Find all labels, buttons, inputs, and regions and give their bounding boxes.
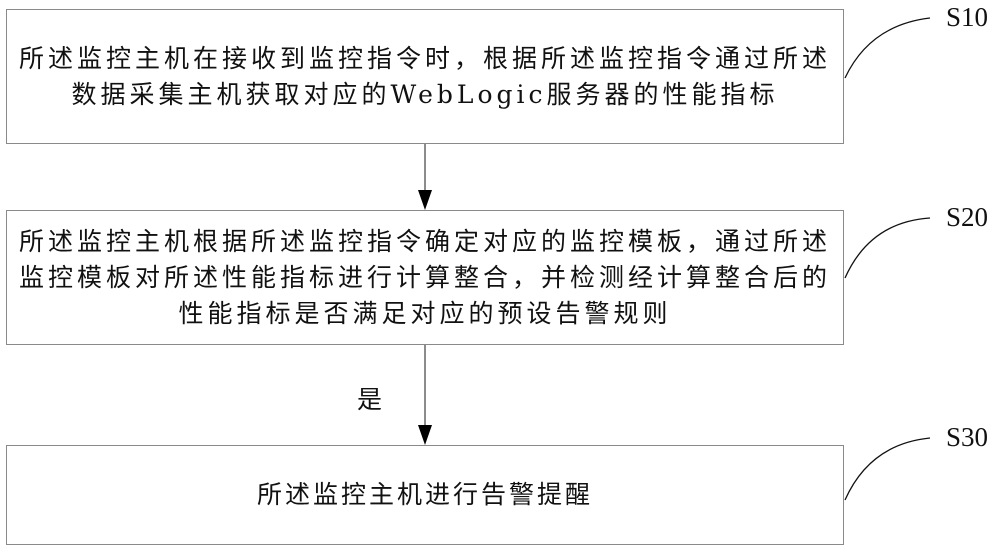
- arrowhead-s10-s20-icon: [418, 190, 432, 210]
- leader-curve-s30: [844, 437, 931, 501]
- edge-label-yes: 是: [357, 385, 383, 414]
- leader-curve-s20: [844, 217, 931, 279]
- step-text-s30: 所述监控主机进行告警提醒: [256, 480, 593, 509]
- step-label-s30: S30: [946, 422, 989, 452]
- leader-curve-s10: [844, 17, 931, 79]
- step-label-s10: S10: [946, 2, 989, 32]
- step-box-s10: 所述监控主机在接收到监控指令时，根据所述监控指令通过所述数据采集主机获取对应的W…: [6, 9, 844, 144]
- arrowhead-s20-s30-icon: [418, 425, 432, 445]
- step-box-s20: 所述监控主机根据所述监控指令确定对应的监控模板，通过所述监控模板对所述性能指标进…: [6, 210, 844, 345]
- step-label-s20: S20: [946, 202, 989, 232]
- step-text-s20: 所述监控主机根据所述监控指令确定对应的监控模板，通过所述监控模板对所述性能指标进…: [18, 226, 831, 328]
- step-text-s10: 所述监控主机在接收到监控指令时，根据所述监控指令通过所述数据采集主机获取对应的W…: [18, 43, 831, 109]
- step-box-s30: 所述监控主机进行告警提醒: [6, 445, 844, 545]
